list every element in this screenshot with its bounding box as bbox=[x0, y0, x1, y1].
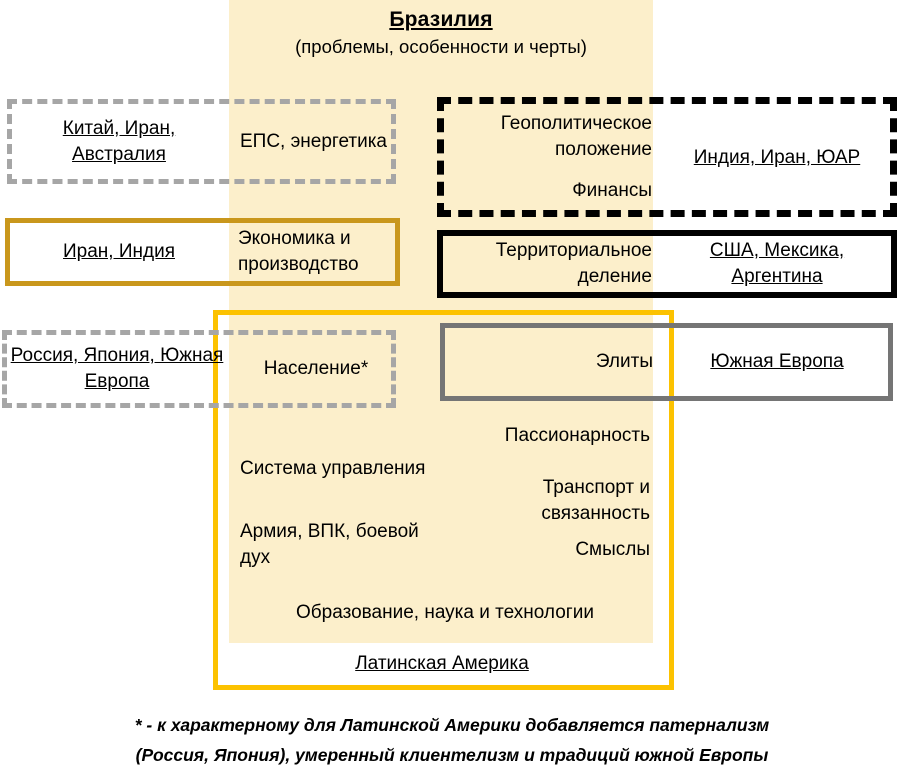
page-subtitle: (проблемы, особенности и черты) bbox=[295, 36, 587, 57]
row1-left-backdrop bbox=[10, 102, 229, 180]
row1-frame-gray-dashed[interactable] bbox=[7, 99, 396, 184]
footnote-line-1: * - к характерному для Латинской Америки… bbox=[134, 715, 770, 735]
center-item-right-0: Пассионарность bbox=[504, 425, 650, 446]
row6-frame-gray-solid[interactable] bbox=[440, 323, 893, 401]
row1-inner-label: ЕПС, энергетика bbox=[240, 131, 387, 152]
row3-outer-label: Иран, Индия bbox=[63, 241, 175, 262]
footnote-line-2: (Россия, Япония), умеренный клиентелизм … bbox=[135, 745, 769, 765]
row4-frame-black[interactable] bbox=[437, 230, 897, 298]
row3-frame-gold[interactable] bbox=[5, 218, 400, 286]
page-title: Бразилия bbox=[389, 8, 493, 31]
row6-right-backdrop bbox=[656, 326, 890, 398]
diagram-title: Бразилия (проблемы, особенности и черты) bbox=[229, 6, 653, 60]
center-footer-backdrop bbox=[219, 643, 668, 685]
row5-left-backdrop bbox=[5, 333, 229, 405]
center-frame-yellow[interactable] bbox=[213, 310, 674, 690]
center-item-right-2: Смыслы bbox=[575, 539, 650, 560]
row5-frame-gray-dashed[interactable] bbox=[2, 330, 396, 408]
row6-outer-label: Южная Европа bbox=[710, 351, 844, 372]
center-item-right-1: Транспорт и связанность bbox=[541, 477, 650, 524]
center-item-left-1: Армия, ВПК, боевой дух bbox=[240, 521, 419, 568]
row2-inner-label-primary: Геополитическое положение bbox=[500, 113, 652, 160]
row2-inner-label-secondary: Финансы bbox=[572, 180, 652, 201]
row4-inner-label: Территориальное деление bbox=[495, 240, 652, 287]
row2-right-backdrop bbox=[655, 100, 895, 214]
row5-inner-label: Население* bbox=[263, 358, 369, 379]
row4-right-backdrop bbox=[655, 233, 893, 295]
center-item-wide: Образование, наука и технологии bbox=[296, 602, 594, 623]
row4-outer-label: США, Мексика, Аргентина bbox=[709, 240, 845, 287]
row2-outer-label: Индия, Иран, ЮАР bbox=[693, 147, 861, 168]
footnote: * - к характерному для Латинской Америки… bbox=[30, 710, 874, 770]
row6-inner-label: Элиты bbox=[595, 351, 653, 372]
center-footer-label: Латинская Америка bbox=[355, 653, 529, 674]
row1-outer-label: Китай, Иран, Австралия bbox=[62, 118, 176, 165]
row3-left-backdrop bbox=[8, 221, 229, 283]
row2-frame-black-dashed[interactable] bbox=[437, 97, 897, 217]
row5-outer-label: Россия, Япония, Южная Европа bbox=[10, 345, 224, 392]
center-item-left-0: Система управления bbox=[240, 458, 426, 479]
row3-inner-label: Экономика и производство bbox=[238, 228, 359, 275]
